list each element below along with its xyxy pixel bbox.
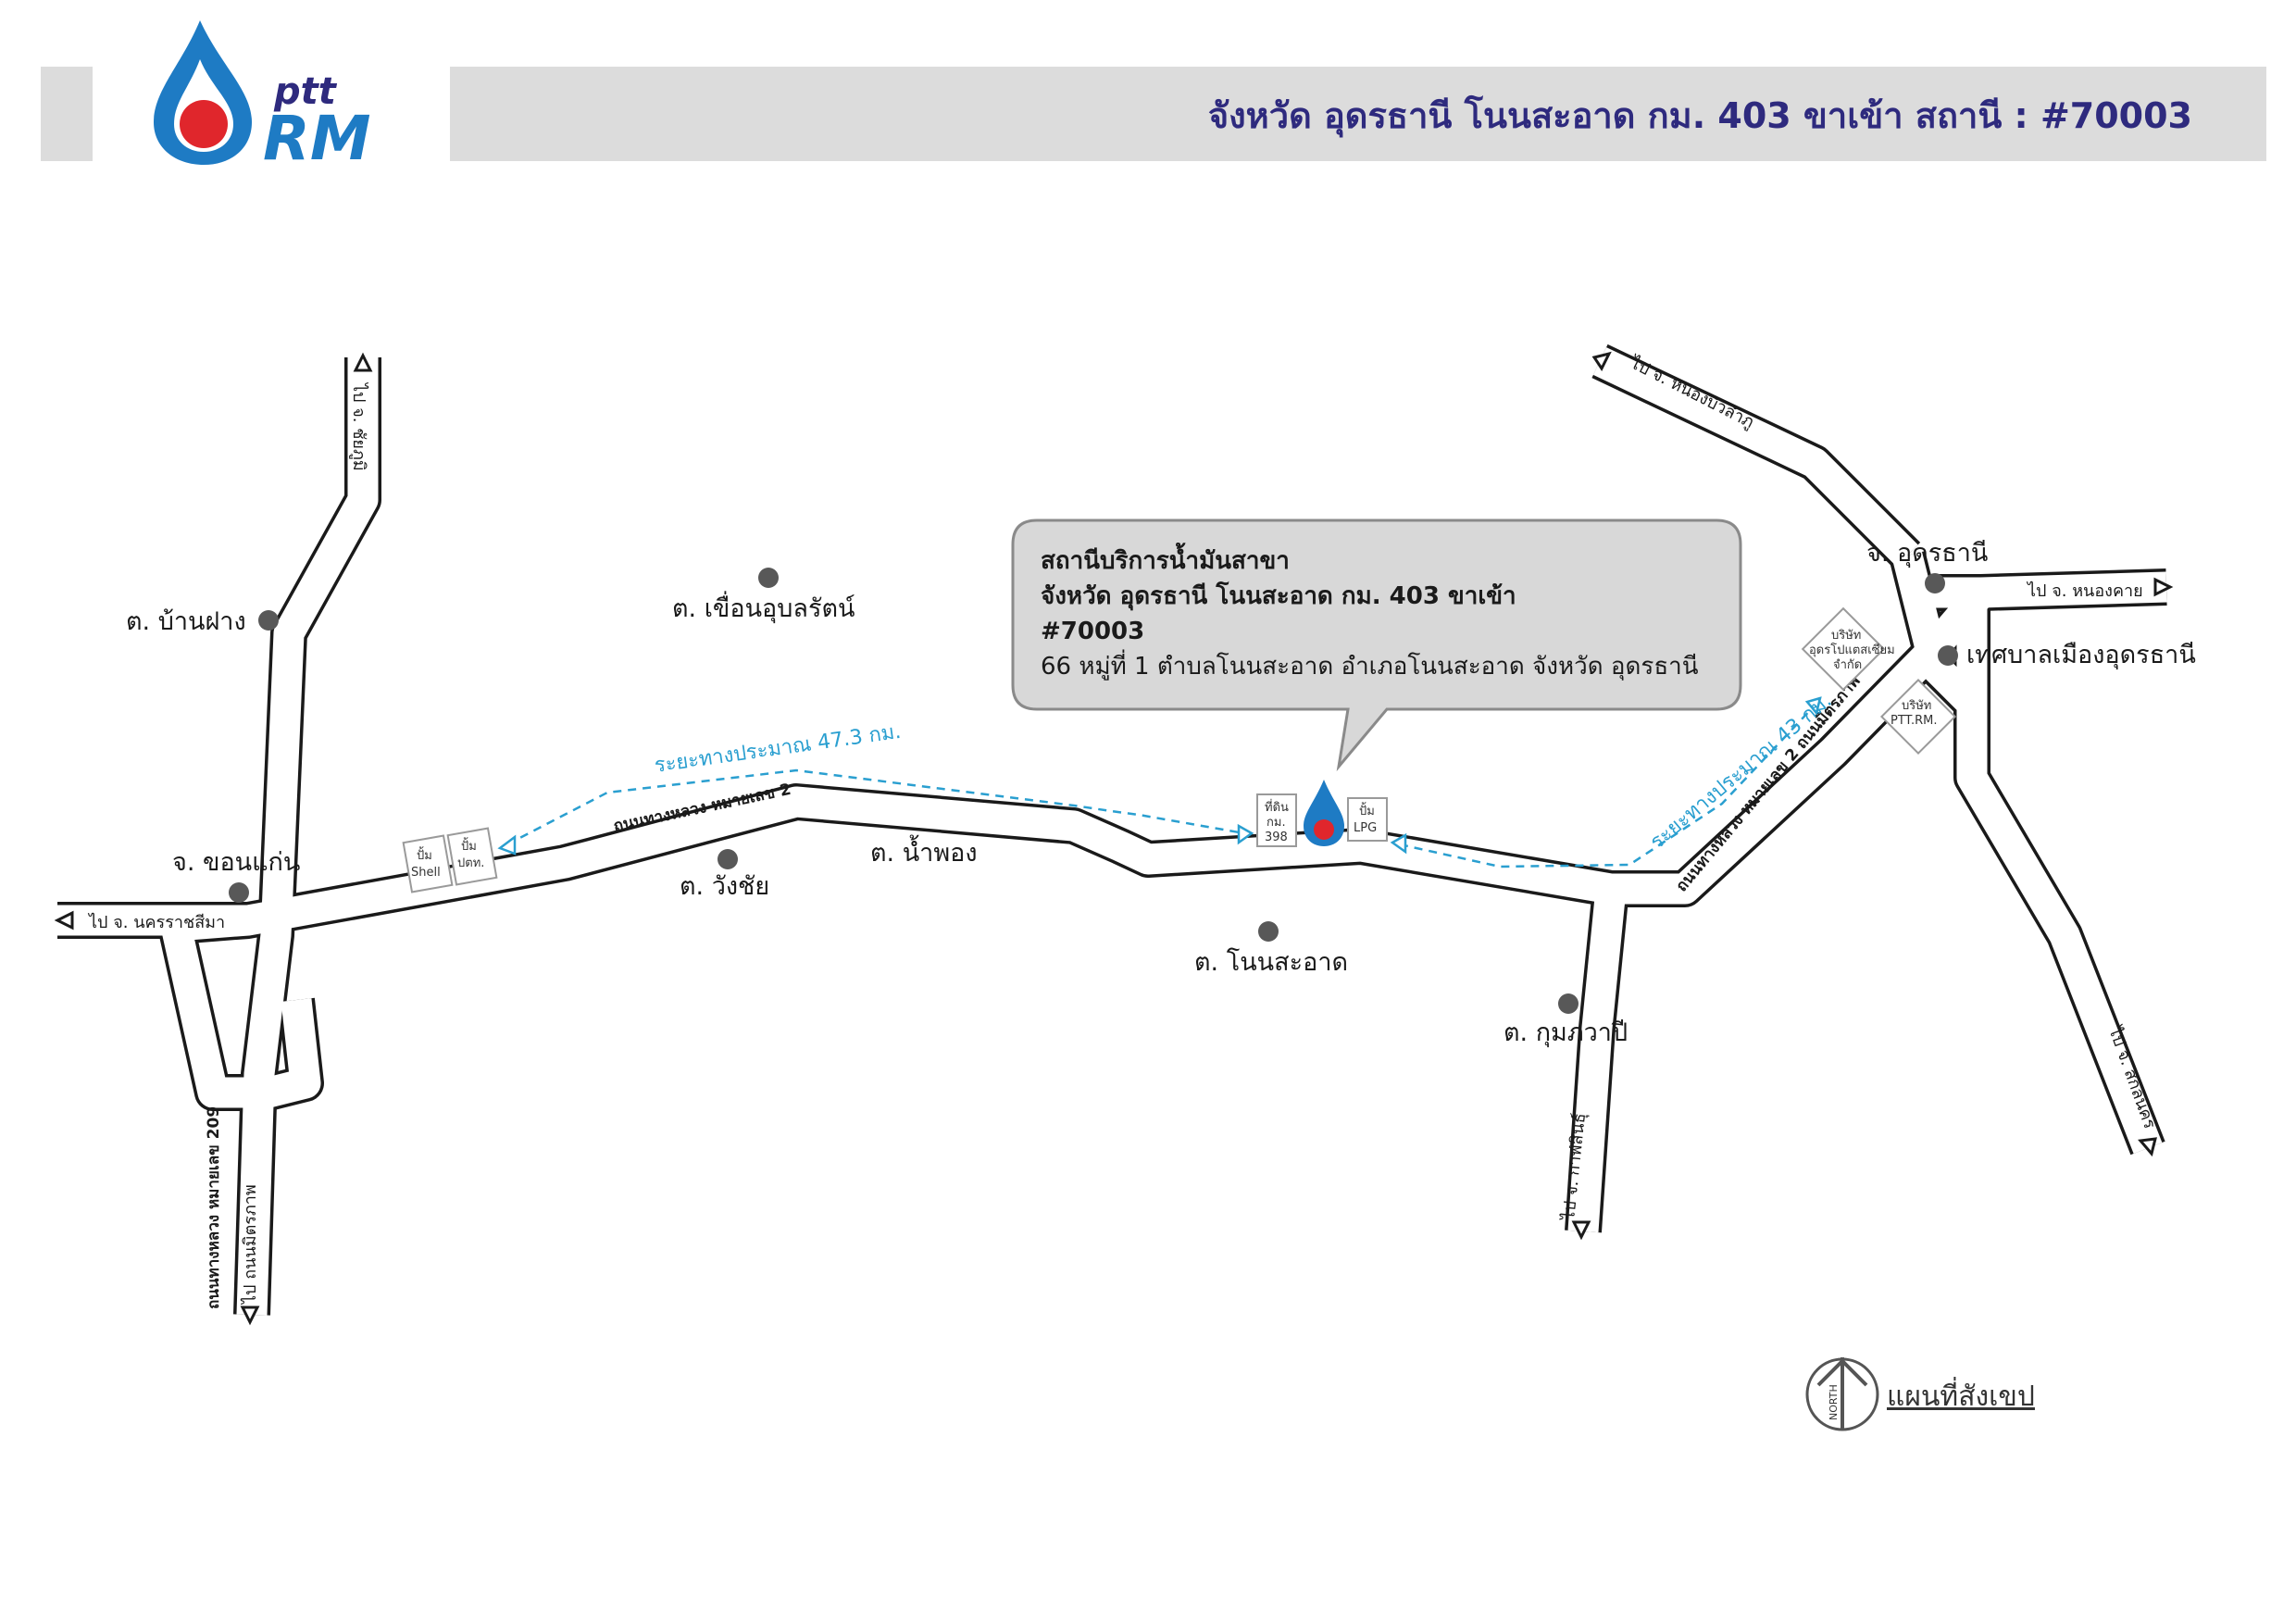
svg-text:ปตท.: ปตท. [457,856,484,870]
station-callout: สถานีบริการน้ำมันสาขา จังหวัด อุดรธานี โ… [1011,518,1742,772]
svg-text:จำกัด: จำกัด [1833,658,1862,672]
map-caption: แผนที่สังเขป [1887,1377,2035,1413]
label-khuean: ต. เขื่อนอุบลรัตน์ [672,591,855,624]
landmark-lpg: ปั้ม LPG [1347,797,1388,842]
svg-text:398: 398 [1265,831,1288,844]
arrow-northwest-icon [1591,351,1612,371]
arrow-southeast-icon [2138,1137,2157,1157]
svg-text:PTT.RM.: PTT.RM. [1890,714,1937,728]
north-compass: NORTH แผนที่สังเขป [1805,1357,2035,1431]
distance-arrowheads [497,696,1822,856]
label-ban-fang: ต. บ้านฝาง [126,607,246,636]
arrow-east-icon [2153,577,2174,597]
svg-text:ปั้ม: ปั้ม [461,837,477,854]
label-to-mittraphap: ไป ถนนมิตรภาพ [240,1184,260,1305]
callout-line2: จังหวัด อุดรธานี โนนสะอาด กม. 403 ขาเข้า [1041,581,1516,611]
dist-arrow-lpg-icon [1390,832,1407,855]
label-wang-chai: ต. วังชัย [680,872,769,901]
arrow-north-icon [353,352,373,372]
landmark-pttrm: บริษัท PTT.RM. [1879,678,1957,756]
svg-text:กม.: กม. [1267,816,1286,830]
dist-arrow-station-icon [1237,823,1254,845]
callout-line3: #70003 [1041,618,1144,645]
arrow-south-kalasin-icon [1571,1220,1591,1241]
direction-arrows [54,351,2174,1326]
svg-text:ปั้ม: ปั้ม [417,846,432,863]
arrow-west-icon [54,910,74,931]
road-network [57,344,2167,1316]
svg-text:อุดรโปแตสเซียม: อุดรโปแตสเซียม [1809,643,1895,657]
label-distance-left: ระยะทางประมาณ 47.3 กม. [653,720,902,778]
header-bar: จังหวัด อุดรธานี โนนสะอาด กม. 403 ขาเข้า… [450,67,2266,161]
callout-line1: สถานีบริการน้ำมันสาขา [1041,542,1290,575]
pttrm-logo: ptt RM [154,20,371,174]
svg-text:ปั้ม: ปั้ม [1359,802,1375,818]
place-markers [229,568,1958,1014]
label-to-nakhon-ratchasima: ไป จ. นครราชสีมา [87,912,225,932]
page-title: จังหวัด อุดรธานี โนนสะอาด กม. 403 ขาเข้า… [1207,95,2192,136]
svg-text:บริษัท: บริษัท [1831,629,1861,643]
dist-arrow-left-icon [497,834,517,856]
distance-lines [506,705,1816,868]
logo-text-ptt: ptt [273,70,338,113]
arrow-south-icon [240,1305,260,1326]
label-udon: จ. อุดรธานี [1866,539,1988,568]
svg-text:ที่ดิน: ที่ดิน [1265,799,1289,815]
label-hwy209: ถนนทางหลวง หมายเลข 209 [205,1106,223,1309]
landmark-km398: ที่ดิน กม. 398 [1256,793,1297,847]
station-marker [1304,780,1344,846]
landmark-potash: บริษัท อุดรโปแตสเซียม จำกัด [1801,606,1895,692]
label-non-sa-at: ต. โนนสะอาด [1194,948,1348,977]
label-to-nong-khai: ไป จ. หนองคาย [2026,581,2143,601]
svg-text:LPG: LPG [1354,821,1377,835]
compass-north-label: NORTH [1828,1384,1840,1420]
svg-text:Shell: Shell [411,866,441,880]
label-nam-phong: ต. น้ำพอง [870,834,978,868]
landmark-shell: ปั้ม Shell [402,834,454,893]
svg-text:บริษัท: บริษัท [1902,699,1931,713]
callout-line4: 66 หมู่ที่ 1 ตำบลโนนสะอาด อำเภอโนนสะอาด … [1041,649,1699,681]
dist-arrow-right-icon [1804,696,1822,716]
header-left-block [41,67,93,161]
landmark-ptt: ปั้ม ปตท. [446,827,498,886]
logo-text-rm: RM [263,103,371,174]
label-udon-municipality: เทศบาลเมืองอุดรธานี [1966,641,2196,670]
label-khon-kaen: จ. ขอนแก่น [172,848,300,877]
label-kumphawapi: ต. กุมภวาปี [1504,1018,1628,1048]
label-to-chaiyaphum: ไป จ. ชัยภูมิ [349,381,369,471]
